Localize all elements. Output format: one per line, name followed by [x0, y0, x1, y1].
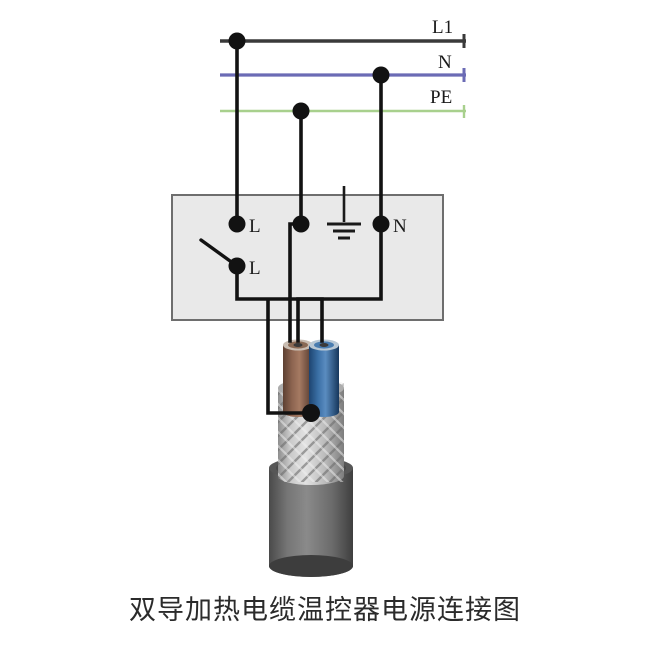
diagram-caption: 双导加热电缆温控器电源连接图 [129, 595, 521, 626]
terminal-dot-PE [292, 215, 310, 233]
dot-bus-L1 [228, 32, 246, 50]
junction-dots [228, 32, 390, 422]
terminal-dot-N [372, 215, 390, 233]
bus-label-L1: L1 [432, 17, 453, 38]
terminal-label-L-top: L [249, 216, 261, 237]
bus-label-N: N [438, 52, 452, 73]
dual-conductor-heating-cable [269, 339, 353, 577]
dot-bus-PE [292, 102, 310, 120]
wire-switched-live [235, 266, 324, 343]
wire-shield-earth [266, 298, 312, 415]
conductor-blue [309, 339, 339, 417]
terminal-dot-L-top [228, 215, 246, 233]
terminal-dot-L-bottom [228, 257, 246, 275]
terminal-label-N: N [393, 216, 407, 237]
thermostat-enclosure [171, 194, 444, 321]
supply-bus-lines [220, 34, 466, 118]
earth-ground-symbol [327, 186, 361, 240]
bus-label-PE: PE [430, 87, 452, 108]
dot-bus-N [372, 66, 390, 84]
terminal-label-L-bottom: L [249, 258, 261, 279]
supply-drop-wires [235, 39, 383, 226]
wire-neutral-out [296, 224, 383, 343]
dot-shield-tap [302, 404, 320, 422]
